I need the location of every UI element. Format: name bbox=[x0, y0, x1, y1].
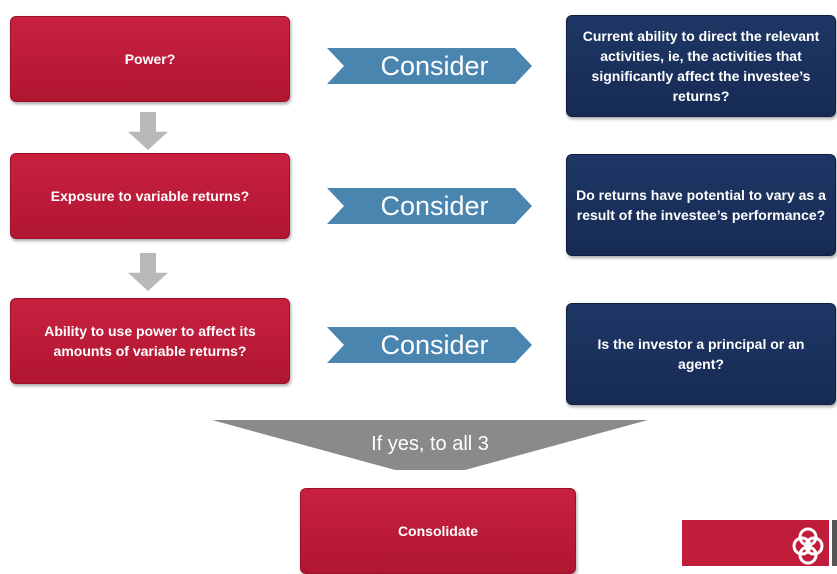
question-power-label: Power? bbox=[124, 51, 176, 67]
consolidate-label: Consolidate bbox=[397, 523, 479, 539]
consideration-variable-returns: Do returns have potential to vary as a r… bbox=[566, 154, 836, 256]
consideration-power: Current ability to direct the relevant a… bbox=[566, 15, 836, 117]
logo-knot-icon bbox=[792, 527, 824, 565]
question-variable-returns-label: Exposure to variable returns? bbox=[50, 188, 250, 204]
down-arrow-2 bbox=[128, 253, 168, 291]
consideration-principal-agent-label: Is the investor a principal or an agent? bbox=[597, 336, 805, 372]
consider-arrow-1-label: Consider bbox=[380, 50, 489, 81]
consider-arrow-2-label: Consider bbox=[380, 190, 489, 221]
funnel-label: If yes, to all 3 bbox=[371, 433, 489, 455]
consideration-variable-returns-label: Do returns have potential to vary as a r… bbox=[576, 187, 826, 223]
consider-arrow-3: Consider bbox=[327, 327, 532, 363]
down-arrow-1 bbox=[128, 112, 168, 150]
consideration-principal-agent: Is the investor a principal or an agent? bbox=[566, 303, 836, 405]
logo-divider bbox=[832, 520, 837, 566]
consideration-power-label: Current ability to direct the relevant a… bbox=[582, 28, 820, 104]
consider-arrow-2: Consider bbox=[327, 188, 532, 224]
question-use-power-label: Ability to use power to affect its amoun… bbox=[44, 323, 256, 359]
consider-arrow-1: Consider bbox=[327, 48, 532, 84]
firm-logo bbox=[682, 520, 837, 566]
question-power: Power? bbox=[10, 16, 290, 102]
consolidate-box: Consolidate bbox=[300, 488, 576, 574]
consider-arrow-3-label: Consider bbox=[380, 329, 489, 360]
question-variable-returns: Exposure to variable returns? bbox=[10, 153, 290, 239]
question-use-power: Ability to use power to affect its amoun… bbox=[10, 298, 290, 384]
